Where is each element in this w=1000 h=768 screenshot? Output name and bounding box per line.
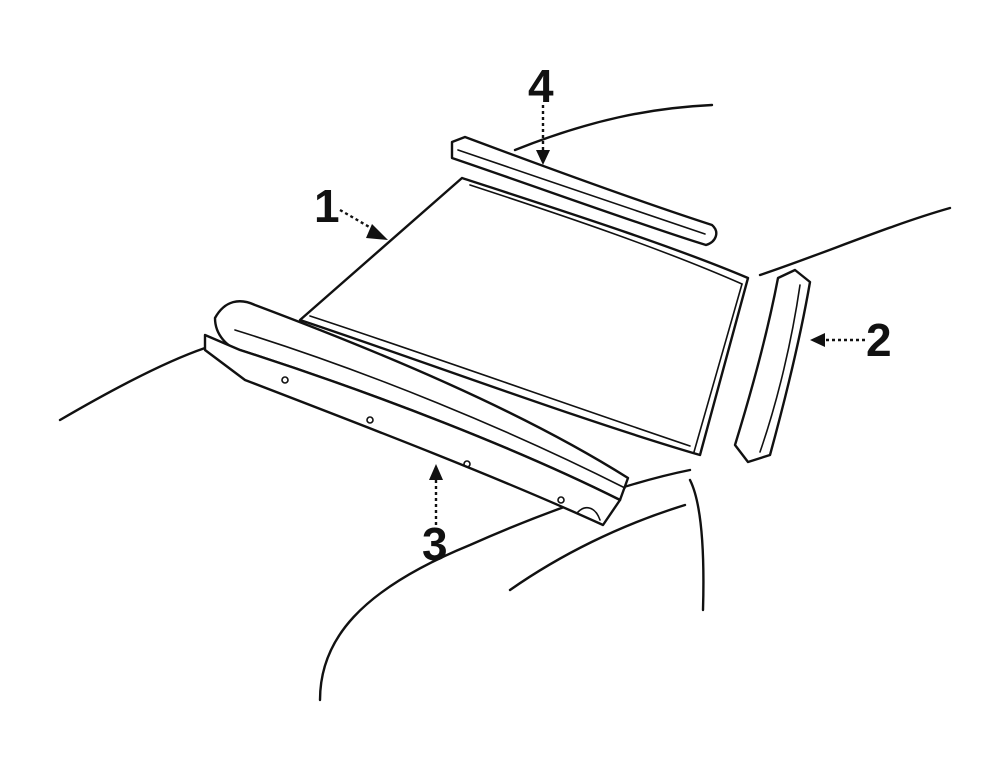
windshield-glass (298, 176, 750, 457)
vehicle-body-outline (58, 103, 952, 702)
arrowhead-1 (366, 224, 388, 240)
side-pillar-molding (733, 268, 812, 464)
arrowhead-2 (810, 333, 825, 347)
arrowhead-4 (536, 150, 550, 165)
callout-4: 4 (528, 60, 554, 112)
roof-front-molding (450, 135, 718, 247)
callout-1: 1 (314, 180, 340, 232)
callout-2: 2 (866, 314, 892, 366)
cowl-panel-molding (203, 300, 630, 527)
arrowhead-3 (429, 464, 443, 480)
callout-3: 3 (422, 518, 448, 570)
leader-lines (339, 105, 865, 525)
